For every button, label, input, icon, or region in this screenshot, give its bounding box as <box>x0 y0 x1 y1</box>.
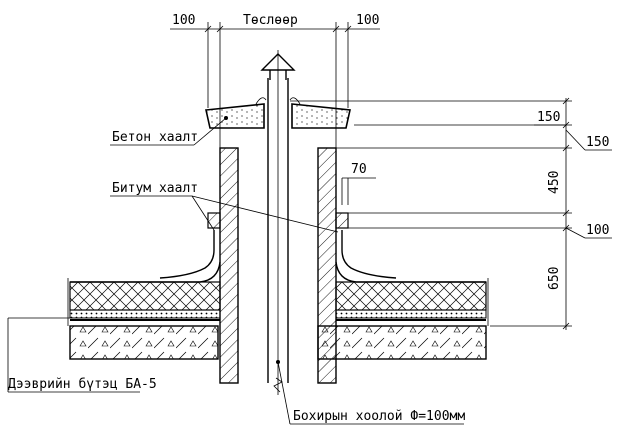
roof-layers-right <box>317 278 489 360</box>
right-dimensions: 150 150 100 450 650 <box>290 97 612 330</box>
label-bitumen-cap: Битум хаалт <box>112 181 198 196</box>
drawing-title: Тɵслɵɵр <box>243 13 298 28</box>
dim-70-group: 70 <box>341 162 376 205</box>
dim-150-a: 150 <box>537 110 560 125</box>
dim-top-right: 100 <box>356 13 379 28</box>
label-concrete-cap: Бетон хаалт <box>112 130 198 145</box>
dim-650: 650 <box>547 267 562 290</box>
dim-450: 450 <box>547 171 562 194</box>
dim-70: 70 <box>351 162 367 177</box>
roof-layers-left <box>67 278 221 360</box>
concrete-cap <box>205 97 351 129</box>
label-roof-slab: Дээврийн бүтэц БА-5 <box>8 377 157 392</box>
vent-pipe <box>260 50 296 395</box>
sleeve-walls <box>207 147 349 384</box>
top-dimension: 100 Тɵслɵɵр 100 <box>170 13 380 148</box>
label-pipe: Бохирын хоолой Ф=100мм <box>293 409 465 424</box>
dim-100: 100 <box>586 223 609 238</box>
dim-150-b: 150 <box>586 135 609 150</box>
leader-labels: Бетон хаалт Битум хаалт Дээврийн бүтэц Б… <box>7 116 465 425</box>
dim-top-left: 100 <box>172 13 195 28</box>
